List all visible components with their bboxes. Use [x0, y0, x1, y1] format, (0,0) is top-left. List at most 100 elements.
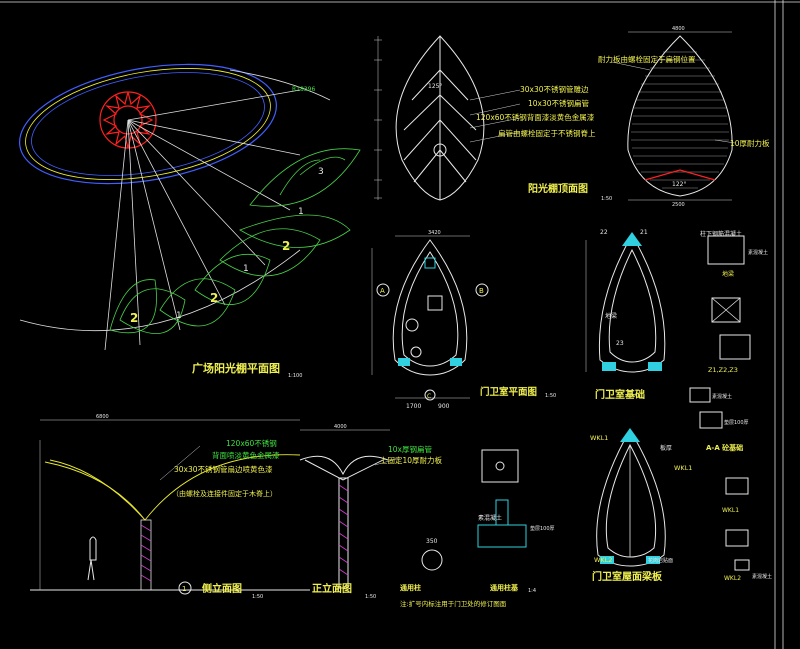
front-elev-title: 正立面图: [312, 582, 352, 595]
column-circle: [433, 143, 447, 157]
detail-title: Z1,Z2,Z3: [708, 366, 738, 374]
leaf-number: 2: [282, 239, 290, 253]
view-marker: [178, 581, 192, 595]
plaza-arc: [19, 249, 301, 332]
beam-note: 花岗岩贴面: [648, 557, 673, 564]
dim-text: 6800: [96, 414, 109, 420]
beam-node-right: [646, 556, 660, 564]
note-bolt: 扁管由螺栓固定于不锈钢脊上: [498, 128, 596, 138]
beam-tag: WKL2: [594, 556, 612, 564]
section-label: C: [427, 393, 431, 400]
guard-foundation: 22 21 23 地梁 门卫室基础: [585, 229, 666, 401]
leader: [611, 61, 651, 71]
column-base-scale: 1:4: [528, 588, 536, 594]
guard-wall-inner: [401, 251, 459, 367]
beam-note: 板厚: [660, 444, 672, 452]
note-front-tube: 10x厚钢扁管: [388, 444, 432, 454]
column-base: [477, 524, 527, 548]
plaza-arc-top: [229, 69, 331, 101]
note-steel-back: 120x60不锈钢背面漆淡黄色金属漆: [476, 112, 595, 122]
detail-note: 柱下钢筋混凝土: [700, 230, 742, 238]
radial-line: [104, 119, 129, 351]
sun-rays: [102, 91, 154, 149]
column-right: [450, 358, 462, 366]
note-edge: 30x30不锈钢管扇边喷黄色漆: [174, 464, 273, 474]
footnote: 注:扩号内标注用于门卫处的修订图面: [400, 599, 507, 608]
leader: [714, 139, 736, 144]
angle-label: 125°: [428, 83, 442, 90]
section-label: B: [479, 287, 484, 295]
human-figure: [87, 536, 97, 581]
sun-motif-inner: [113, 105, 143, 135]
canopy-leaf: [239, 214, 351, 248]
column-stem: [495, 499, 509, 526]
plaza-ellipse-inner: [31, 72, 265, 176]
detail-box: [711, 297, 741, 323]
canopy-profile: [49, 454, 301, 521]
roof-beam-plan: WKL1 WKL1 WKL2 板厚 花岗岩贴面 门卫室屋面梁板: [590, 428, 692, 583]
beam-tag: WKL1: [590, 434, 608, 442]
column-base-title: 通用柱基: [490, 583, 519, 592]
canopy-brace: [304, 459, 384, 481]
col-tag: 23: [616, 340, 624, 347]
radial-line: [127, 89, 301, 121]
note-paint: 背面喷淡黄色金属漆: [212, 450, 280, 460]
footing-right: [648, 362, 662, 371]
front-elevation: 4000 10x厚钢扁管 上固定10厚耐力板 正立面图 1:50: [299, 424, 443, 600]
footing-left: [602, 362, 616, 371]
guard-plan: 3420 1700 900 A B C 门卫室平面图 1:50: [371, 230, 556, 410]
note-front-panel: 上固定10厚耐力板: [380, 455, 443, 465]
plaza-ellipse-outer: [19, 63, 277, 185]
note-flat-tube: 10x30不锈钢扁管: [528, 98, 590, 108]
desk: [427, 295, 443, 311]
canopy-leaf: [249, 148, 361, 207]
side-elev-scale: 1:50: [252, 594, 263, 600]
footing-top: [622, 232, 642, 246]
view-number: 1: [182, 585, 186, 593]
leaf-number: 1: [176, 311, 182, 321]
canopy-leaf: [219, 228, 321, 277]
dim-text: 900: [438, 403, 450, 410]
beam-node-top: [620, 428, 640, 442]
roof-hatch: [631, 51, 729, 189]
detail-note: 素混凝土: [752, 573, 772, 580]
angle-label: 122°: [672, 181, 686, 188]
leader: [159, 445, 201, 481]
column-spiral: [338, 484, 349, 576]
roof-beam-outer: [596, 429, 666, 567]
detail-note: 素混凝土: [712, 393, 732, 400]
detail-note: 垫层100厚: [724, 419, 749, 426]
plaza-plan: R18396 3 1 2 1 2 1 2 广场阳光棚平面图 1:100: [19, 63, 361, 379]
dim-ticks: [374, 39, 382, 199]
leader: [469, 117, 521, 129]
note-panel-thick: 10厚耐力板: [730, 138, 770, 148]
detail-title: WKL1: [722, 507, 739, 514]
dim-text: 4800: [672, 26, 685, 32]
column-plan-circle: [495, 461, 505, 471]
beam-tag: WKL1: [674, 464, 692, 472]
canopy-front: [299, 455, 389, 476]
column-note: 垫层100厚: [530, 525, 555, 532]
canopy-top-title: 阳光棚顶面图: [528, 182, 588, 195]
detail-box: [719, 334, 751, 360]
aa-section-title: A-A 砼基础: [706, 443, 743, 452]
leaf-number: 3: [318, 167, 324, 177]
column-plan-box: [481, 449, 519, 483]
foundation-outer: [598, 233, 666, 373]
detail-box: [725, 477, 749, 495]
front-column: [338, 477, 349, 589]
roof-angle-mark: [644, 169, 716, 181]
front-elev-scale: 1:50: [365, 594, 376, 600]
dim-text: 1700: [406, 403, 421, 410]
detail-sections: 柱下钢筋混凝土 素混凝土 地梁 Z1,Z2,Z3 素混凝土 垫层100厚 A-A…: [689, 230, 772, 582]
col-tag: 21: [640, 229, 648, 236]
canopy-leaf: [194, 253, 271, 305]
canopy-leaf: [119, 288, 186, 334]
column-section: [421, 549, 443, 571]
beam-node-left: [600, 556, 614, 564]
column-details: 素混凝土 垫层100厚 350 通用柱 通用柱基 1:4 注:扩号内标注用于门卫…: [400, 449, 555, 608]
guard-wall-outer: [392, 239, 468, 376]
leaf-number: 1: [298, 207, 304, 217]
note-tube-edge: 30x30不锈钢管雕边: [520, 84, 589, 94]
